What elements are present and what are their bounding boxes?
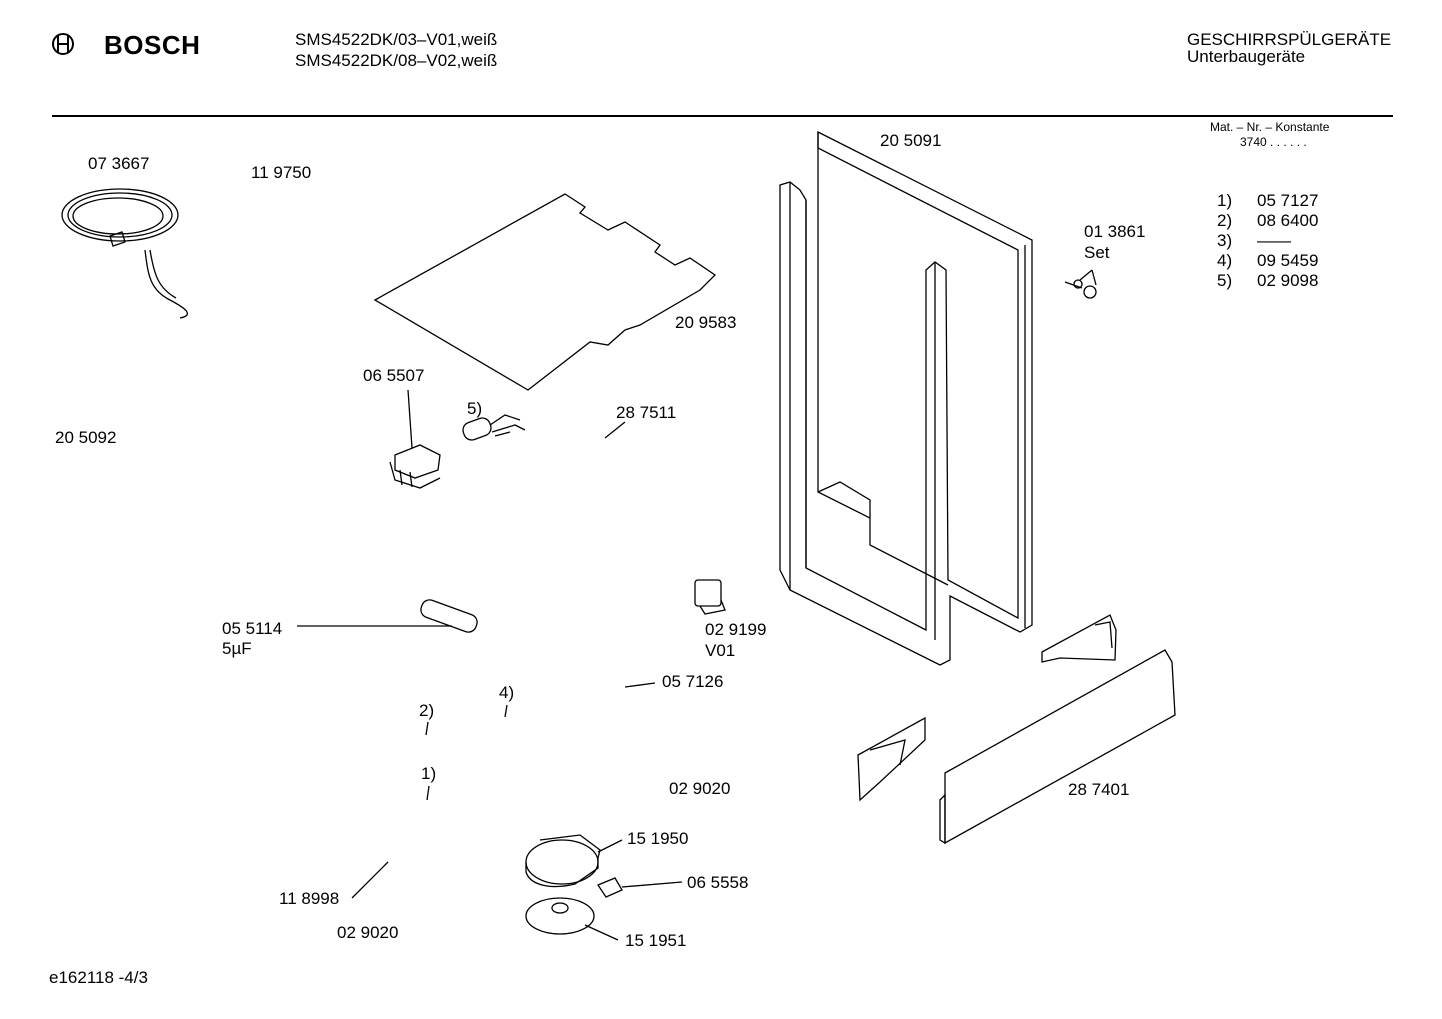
category-title: GESCHIRRSPÜLGERÄTE <box>1187 30 1392 49</box>
legend-list: 1) 05 7127 2) 08 6400 3) —— 4) 09 5459 5) 02 … <box>1217 191 1318 291</box>
part-label: 05 5114 <box>222 619 283 638</box>
legend-item: 3) —— <box>1217 231 1318 251</box>
part-label: 15 1951 <box>625 931 687 950</box>
legend-part: 02 9098 <box>1257 271 1319 290</box>
legend-part: 05 7127 <box>1257 191 1319 210</box>
part-label: 06 5558 <box>687 873 749 892</box>
category-subtitle: Unterbaugeräte <box>1187 47 1306 66</box>
leader-ref2 <box>426 722 428 735</box>
kick-plate-icon <box>940 650 1175 843</box>
part-label: 11 8998 <box>279 889 340 908</box>
part-label: 1) <box>421 764 437 783</box>
part-label: 4) <box>499 683 515 702</box>
part-label: 06 5507 <box>363 366 425 385</box>
part-label: Set <box>1084 243 1110 262</box>
part-label: 05 7126 <box>662 672 724 691</box>
legend-item: 2) 08 6400 <box>1217 211 1318 231</box>
leader-ref1 <box>427 786 429 800</box>
legend-num: 2) <box>1217 211 1233 230</box>
part-label: 02 9199 <box>705 620 767 639</box>
part-label: 20 5092 <box>55 428 117 447</box>
part-label: 20 9583 <box>675 313 737 332</box>
screw-set-icon <box>1065 270 1096 298</box>
part-label: 28 7401 <box>1068 780 1130 799</box>
switch-component-icon <box>390 390 440 488</box>
model-line-2: SMS4522DK/08–V02,weiß <box>295 51 498 70</box>
part-label: 28 7511 <box>616 403 677 422</box>
constant-value: 3740 . . . . . . <box>1240 135 1307 149</box>
connector-icon <box>598 878 682 897</box>
bracket-left-icon <box>858 718 925 800</box>
bracket-right-icon <box>1042 615 1116 662</box>
part-label: V01 <box>705 641 736 660</box>
leader-118998 <box>352 862 388 898</box>
document-id: e162118 -4/3 <box>49 968 148 987</box>
part-label: 02 9020 <box>669 779 731 798</box>
legend-item: 5) 02 9098 <box>1217 271 1318 291</box>
legend-item: 1) 05 7127 <box>1217 191 1318 211</box>
part-label: 15 1950 <box>627 829 689 848</box>
leader-057126 <box>625 683 655 687</box>
legend-item: 4) 09 5459 <box>1217 251 1318 271</box>
legend-part: 08 6400 <box>1257 211 1319 230</box>
brand-name: BOSCH <box>104 30 201 60</box>
part-label: 01 3861 <box>1084 222 1146 241</box>
relay-icon <box>695 580 725 614</box>
bosch-logo-icon <box>53 34 73 54</box>
legend-num: 3) <box>1217 231 1233 250</box>
legend-num: 5) <box>1217 271 1233 290</box>
inlet-hose-icon <box>62 189 187 318</box>
leader-ref4 <box>505 705 507 717</box>
disc-icon <box>526 898 618 940</box>
model-line-1: SMS4522DK/03–V01,weiß <box>295 30 498 49</box>
legend-part: —— <box>1257 231 1291 250</box>
door-frame-icon <box>780 132 1032 665</box>
leader-287511 <box>605 422 625 438</box>
part-label: 07 3667 <box>88 154 150 173</box>
part-label: 02 9020 <box>337 923 399 942</box>
part-label: 20 5091 <box>880 131 942 150</box>
constant-title: Mat. – Nr. – Konstante <box>1210 120 1330 134</box>
pump-housing-icon <box>526 835 622 887</box>
part-label: 5µF <box>222 639 252 658</box>
part-label: 2) <box>419 701 435 720</box>
base-plate-icon <box>375 194 715 390</box>
filter-component-icon <box>461 415 525 442</box>
part-label: 5) <box>467 399 483 418</box>
capacitor-icon <box>297 598 479 635</box>
legend-num: 4) <box>1217 251 1233 270</box>
legend-part: 09 5459 <box>1257 251 1319 270</box>
part-label: 11 9750 <box>251 163 312 182</box>
legend-num: 1) <box>1217 191 1233 210</box>
